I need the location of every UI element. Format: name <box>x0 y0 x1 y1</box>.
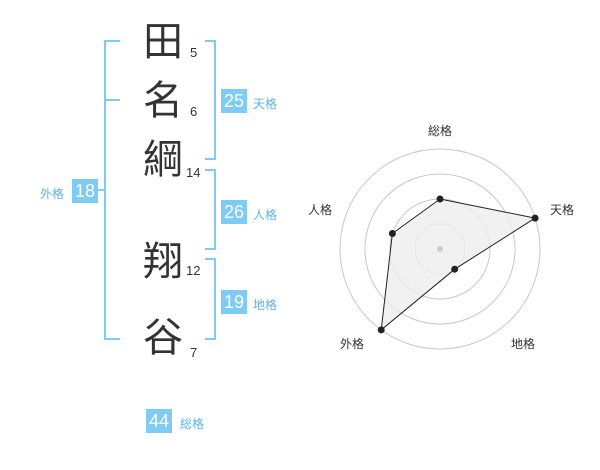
radar-point-1 <box>436 195 444 203</box>
soukaku-label: 総格 <box>180 417 205 431</box>
radar-axis-label-gaikaku: 外格 <box>340 337 365 351</box>
stroke-count-3: 14 <box>186 165 201 180</box>
radar-axis-label-soukaku: 総格 <box>428 124 453 138</box>
radar-point-4 <box>377 326 385 334</box>
chikaku-bracket <box>205 258 216 340</box>
radar-point-2 <box>531 214 539 222</box>
tenkaku-label: 天格 <box>253 97 278 111</box>
gaikaku-value-badge: 18 <box>72 179 99 203</box>
radar-point-3 <box>451 265 459 273</box>
chikaku-label: 地格 <box>253 298 278 312</box>
jinkaku-bracket <box>205 169 216 250</box>
radar-center-dot <box>437 246 443 252</box>
radar-grid-ring <box>364 173 516 325</box>
radar-series-polygon <box>380 198 537 332</box>
radar-grid-ring <box>339 148 541 350</box>
tenkaku-bracket <box>205 40 216 160</box>
name-char-5: 谷 <box>143 315 183 361</box>
radar-axis-label-jinkaku: 人格 <box>308 203 333 217</box>
name-char-4: 翔 <box>143 239 183 285</box>
name-char-3: 綱 <box>143 137 183 183</box>
jinkaku-value-badge: 26 <box>221 200 248 224</box>
name-char-2: 名 <box>143 78 183 124</box>
name-char-1: 田 <box>143 19 183 65</box>
radar-axis-label-tenkaku: 天格 <box>550 203 575 217</box>
jinkaku-label: 人格 <box>253 208 278 222</box>
chikaku-value-badge: 19 <box>221 290 248 314</box>
stroke-count-5: 7 <box>190 345 198 360</box>
gaikaku-label: 外格 <box>40 187 65 201</box>
stroke-count-4: 12 <box>186 263 201 278</box>
radar-point-5 <box>388 230 396 237</box>
radar-axis-label-chikaku: 地格 <box>511 337 536 351</box>
stroke-count-1: 5 <box>190 45 198 60</box>
soukaku-value-badge: 44 <box>146 409 173 433</box>
stroke-count-2: 6 <box>190 104 198 119</box>
tenkaku-value-badge: 25 <box>221 89 248 113</box>
